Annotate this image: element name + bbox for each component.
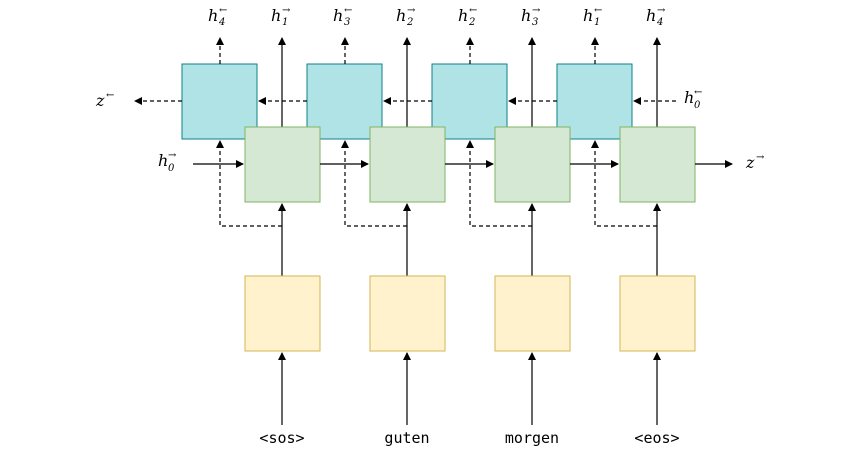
hidden-state-label: h ← 3: [333, 5, 352, 28]
svg-text:h: h: [208, 6, 218, 25]
svg-text:h: h: [458, 6, 468, 25]
svg-text:3: 3: [532, 17, 538, 28]
svg-text:h: h: [158, 151, 168, 170]
svg-text:←: ←: [694, 87, 702, 98]
svg-text:→: →: [756, 152, 765, 163]
svg-text:4: 4: [218, 17, 225, 28]
z-backward-label: z ←: [95, 90, 114, 110]
svg-text:h: h: [333, 6, 343, 25]
svg-text:←: ←: [594, 5, 602, 16]
svg-text:h: h: [684, 88, 694, 107]
embedding-layer: [619, 275, 696, 352]
forward-rnn-cell: [369, 126, 446, 203]
svg-text:h: h: [271, 6, 281, 25]
token-label: morgen: [505, 429, 559, 447]
svg-text:→: →: [657, 5, 666, 16]
svg-text:←: ←: [219, 5, 227, 16]
hidden-state-label: h → 1: [271, 5, 291, 28]
token-label: guten: [384, 429, 429, 447]
forward-rnn-cell: [619, 126, 696, 203]
hidden-state-label: h → 3: [521, 5, 541, 28]
embedding-layer: [369, 275, 446, 352]
hidden-state-label: h → 4: [646, 5, 666, 28]
svg-text:2: 2: [468, 17, 475, 28]
hidden-state-label: h ← 1: [583, 5, 602, 28]
forward-rnn-cell: [244, 126, 321, 203]
hidden-state-label: h ← 2: [458, 5, 477, 28]
svg-text:4: 4: [656, 17, 663, 28]
z-forward-label: z →: [745, 152, 765, 172]
svg-text:←: ←: [469, 5, 477, 16]
h0-backward-label: h ← 0: [684, 87, 702, 111]
embedding-layer: [494, 275, 571, 352]
svg-text:h: h: [646, 6, 656, 25]
svg-text:→: →: [168, 150, 177, 161]
svg-text:←: ←: [344, 5, 352, 16]
token-label: <sos>: [259, 429, 304, 447]
svg-text:1: 1: [282, 17, 288, 28]
svg-text:0: 0: [168, 163, 175, 174]
svg-text:h: h: [583, 6, 593, 25]
svg-text:z: z: [95, 91, 105, 110]
h0-forward-label: h → 0: [158, 150, 177, 174]
token-label: <eos>: [634, 429, 679, 447]
hidden-state-label: h → 2: [396, 5, 416, 28]
svg-text:→: →: [532, 5, 541, 16]
embedding-layer: [244, 275, 321, 352]
svg-text:h: h: [521, 6, 531, 25]
svg-text:h: h: [396, 6, 406, 25]
svg-text:0: 0: [694, 100, 701, 111]
svg-text:z: z: [745, 153, 755, 172]
svg-text:→: →: [282, 5, 291, 16]
svg-text:1: 1: [594, 17, 600, 28]
svg-text:2: 2: [406, 17, 413, 28]
svg-text:←: ←: [106, 90, 114, 101]
svg-text:→: →: [407, 5, 416, 16]
svg-text:3: 3: [344, 17, 350, 28]
forward-rnn-cell: [494, 126, 571, 203]
hidden-state-label: h ← 4: [208, 5, 227, 28]
